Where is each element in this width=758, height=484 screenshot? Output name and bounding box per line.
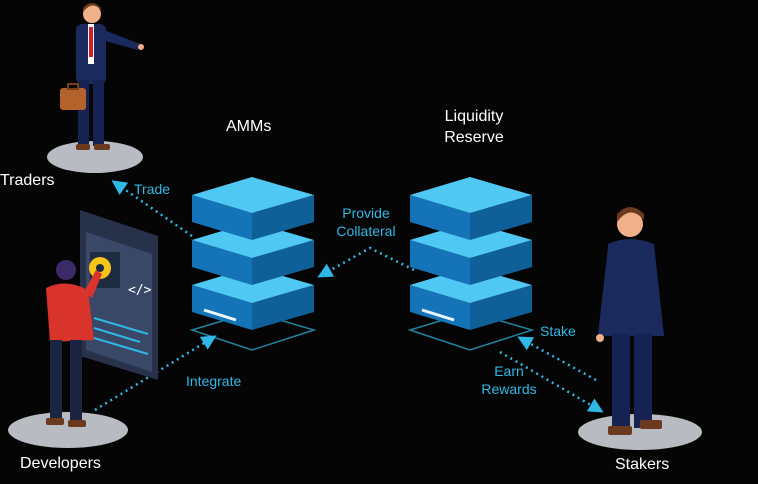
liquidity-reserve-label: Liquidity Reserve [432, 106, 516, 148]
stakers-platform [578, 414, 702, 450]
earn-rewards-label-line2: Rewards [481, 381, 537, 397]
provide-collateral-label: Provide Collateral [328, 204, 404, 240]
developers-label: Developers [20, 455, 101, 472]
developer-figure: </> [46, 210, 158, 427]
collateral-arrow [317, 246, 415, 278]
stake-label: Stake [540, 323, 576, 339]
earn-rewards-arrow [499, 350, 604, 413]
amms-server-stack-icon [189, 177, 317, 351]
provide-collateral-label-line2: Collateral [336, 223, 396, 239]
staker-figure [596, 207, 664, 435]
earn-rewards-label: Earn Rewards [474, 362, 544, 398]
liquidity-reserve-server-stack-icon [407, 177, 535, 351]
amms-label: AMMs [226, 118, 272, 135]
earn-rewards-label-line1: Earn [494, 363, 524, 379]
liquidity-reserve-label-line2: Reserve [444, 129, 504, 146]
provide-collateral-label-line1: Provide [342, 205, 390, 221]
traders-platform [47, 141, 143, 173]
trade-label: Trade [134, 181, 171, 197]
liquidity-reserve-label-line1: Liquidity [444, 108, 504, 125]
code-icon: </> [128, 283, 152, 298]
traders-label: Traders [0, 172, 55, 189]
stakers-label: Stakers [615, 456, 670, 473]
developers-platform [8, 412, 128, 448]
integrate-label: Integrate [186, 373, 242, 389]
trader-figure [60, 3, 144, 150]
trade-arrow [111, 180, 193, 238]
stake-arrow [517, 336, 597, 382]
briefcase-icon [60, 88, 86, 110]
